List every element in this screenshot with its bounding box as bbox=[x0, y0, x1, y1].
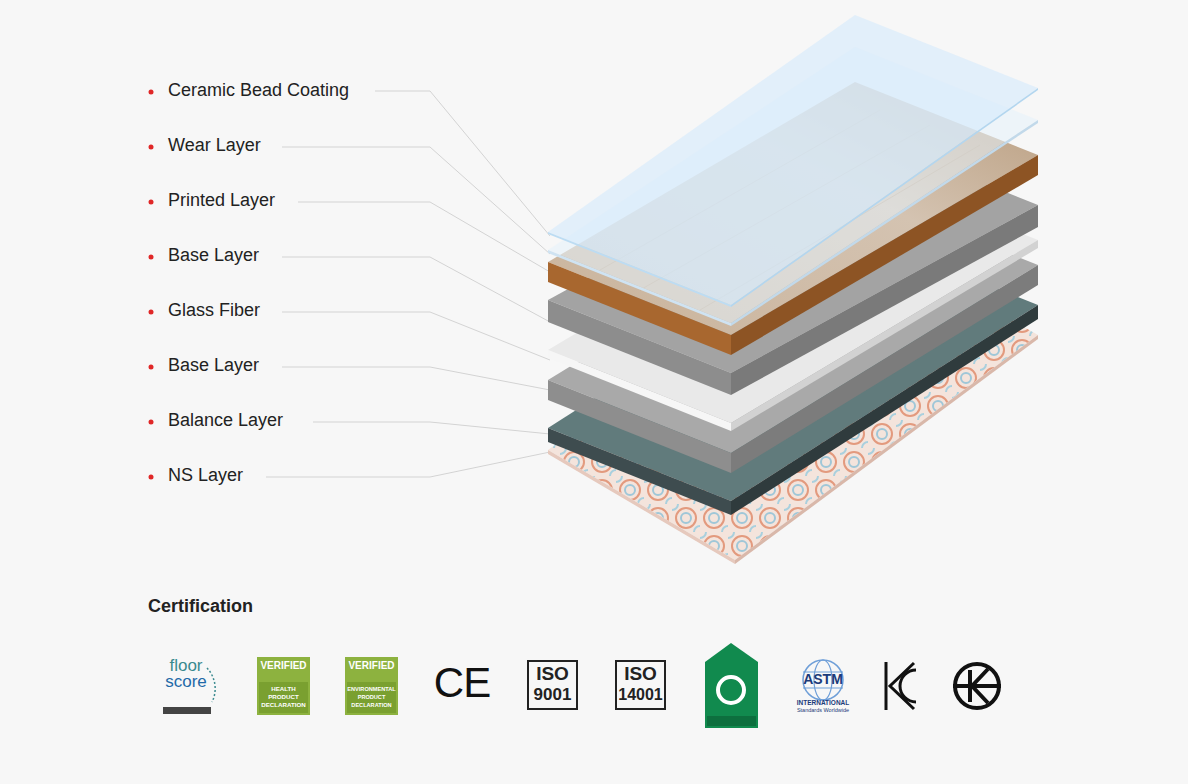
epd-logo bbox=[345, 657, 398, 715]
logo-text: ISO bbox=[528, 663, 577, 684]
green-tag-logo bbox=[707, 716, 756, 726]
green-tag-logo bbox=[722, 681, 740, 690]
layer-label: Base Layer bbox=[168, 355, 259, 377]
green-tag-logo bbox=[705, 643, 758, 728]
leader-lines bbox=[266, 452, 550, 477]
iso-9001-logo bbox=[528, 661, 577, 709]
floorscore-logo bbox=[163, 707, 211, 714]
hpd-logo bbox=[257, 657, 310, 715]
bullets bbox=[149, 255, 154, 260]
logo-text: ENVIRONMENTAL PRODUCT DECLARATION bbox=[346, 685, 397, 709]
layer-label: Base Layer bbox=[168, 245, 259, 267]
iso-9001-logo bbox=[528, 661, 577, 709]
layer-label: Balance Layer bbox=[168, 410, 283, 432]
layer-label: NS Layer bbox=[168, 465, 243, 487]
logo-text: ISO bbox=[616, 663, 665, 684]
logo-text: HEALTH PRODUCT DECLARATION bbox=[259, 685, 308, 709]
leader-lines bbox=[266, 91, 550, 477]
section-heading: Certification bbox=[148, 596, 253, 618]
logo-text: VERIFIED bbox=[257, 660, 310, 672]
logo-text: INTERNATIONAL bbox=[793, 699, 853, 707]
ceramic-coating-layer bbox=[731, 88, 1038, 307]
bullets bbox=[149, 420, 154, 425]
leader-lines bbox=[298, 202, 550, 272]
leader-lines bbox=[313, 422, 550, 434]
bullets bbox=[149, 310, 154, 315]
logo-text: ASTM bbox=[797, 671, 849, 687]
astm-logo bbox=[803, 687, 843, 688]
epd-logo bbox=[347, 682, 396, 713]
logo-text: Standards Worldwide bbox=[793, 707, 853, 714]
k-mark bbox=[953, 664, 1001, 708]
floorscore-logo bbox=[207, 668, 215, 702]
logo-text: VERIFIED bbox=[345, 660, 398, 672]
leader-lines bbox=[282, 312, 550, 360]
bullets bbox=[149, 90, 154, 95]
ceramic-coating-layer bbox=[548, 15, 1038, 307]
iso-14001-logo bbox=[616, 661, 665, 709]
hpd-logo bbox=[257, 657, 310, 715]
kc-mark bbox=[885, 662, 888, 710]
bullets bbox=[149, 365, 154, 370]
logo-text: 9001 bbox=[528, 685, 577, 704]
logo-text: 14001 bbox=[616, 685, 665, 704]
green-tag-logo bbox=[705, 643, 758, 728]
bullets bbox=[149, 90, 154, 480]
bullets bbox=[149, 145, 154, 150]
hpd-logo bbox=[259, 682, 308, 713]
leader-lines bbox=[375, 91, 550, 236]
k-mark bbox=[972, 669, 988, 703]
layer-label: Ceramic Bead Coating bbox=[168, 80, 349, 102]
bullets bbox=[149, 200, 154, 205]
green-tag-logo bbox=[718, 677, 744, 703]
layer-label: Glass Fiber bbox=[168, 300, 260, 322]
iso-14001-logo bbox=[616, 661, 665, 709]
ce-mark: CE bbox=[431, 659, 493, 707]
logo-text: score bbox=[155, 673, 217, 691]
k-mark bbox=[953, 684, 1001, 688]
kc-mark bbox=[886, 662, 916, 710]
kc-mark bbox=[900, 670, 916, 702]
bullets bbox=[149, 475, 154, 480]
epd-logo bbox=[345, 657, 398, 715]
ceramic-coating-layer bbox=[548, 232, 731, 307]
layer-label: Printed Layer bbox=[168, 190, 275, 212]
leader-lines bbox=[282, 147, 550, 254]
layer-label: Wear Layer bbox=[168, 135, 261, 157]
leader-lines bbox=[282, 367, 550, 390]
